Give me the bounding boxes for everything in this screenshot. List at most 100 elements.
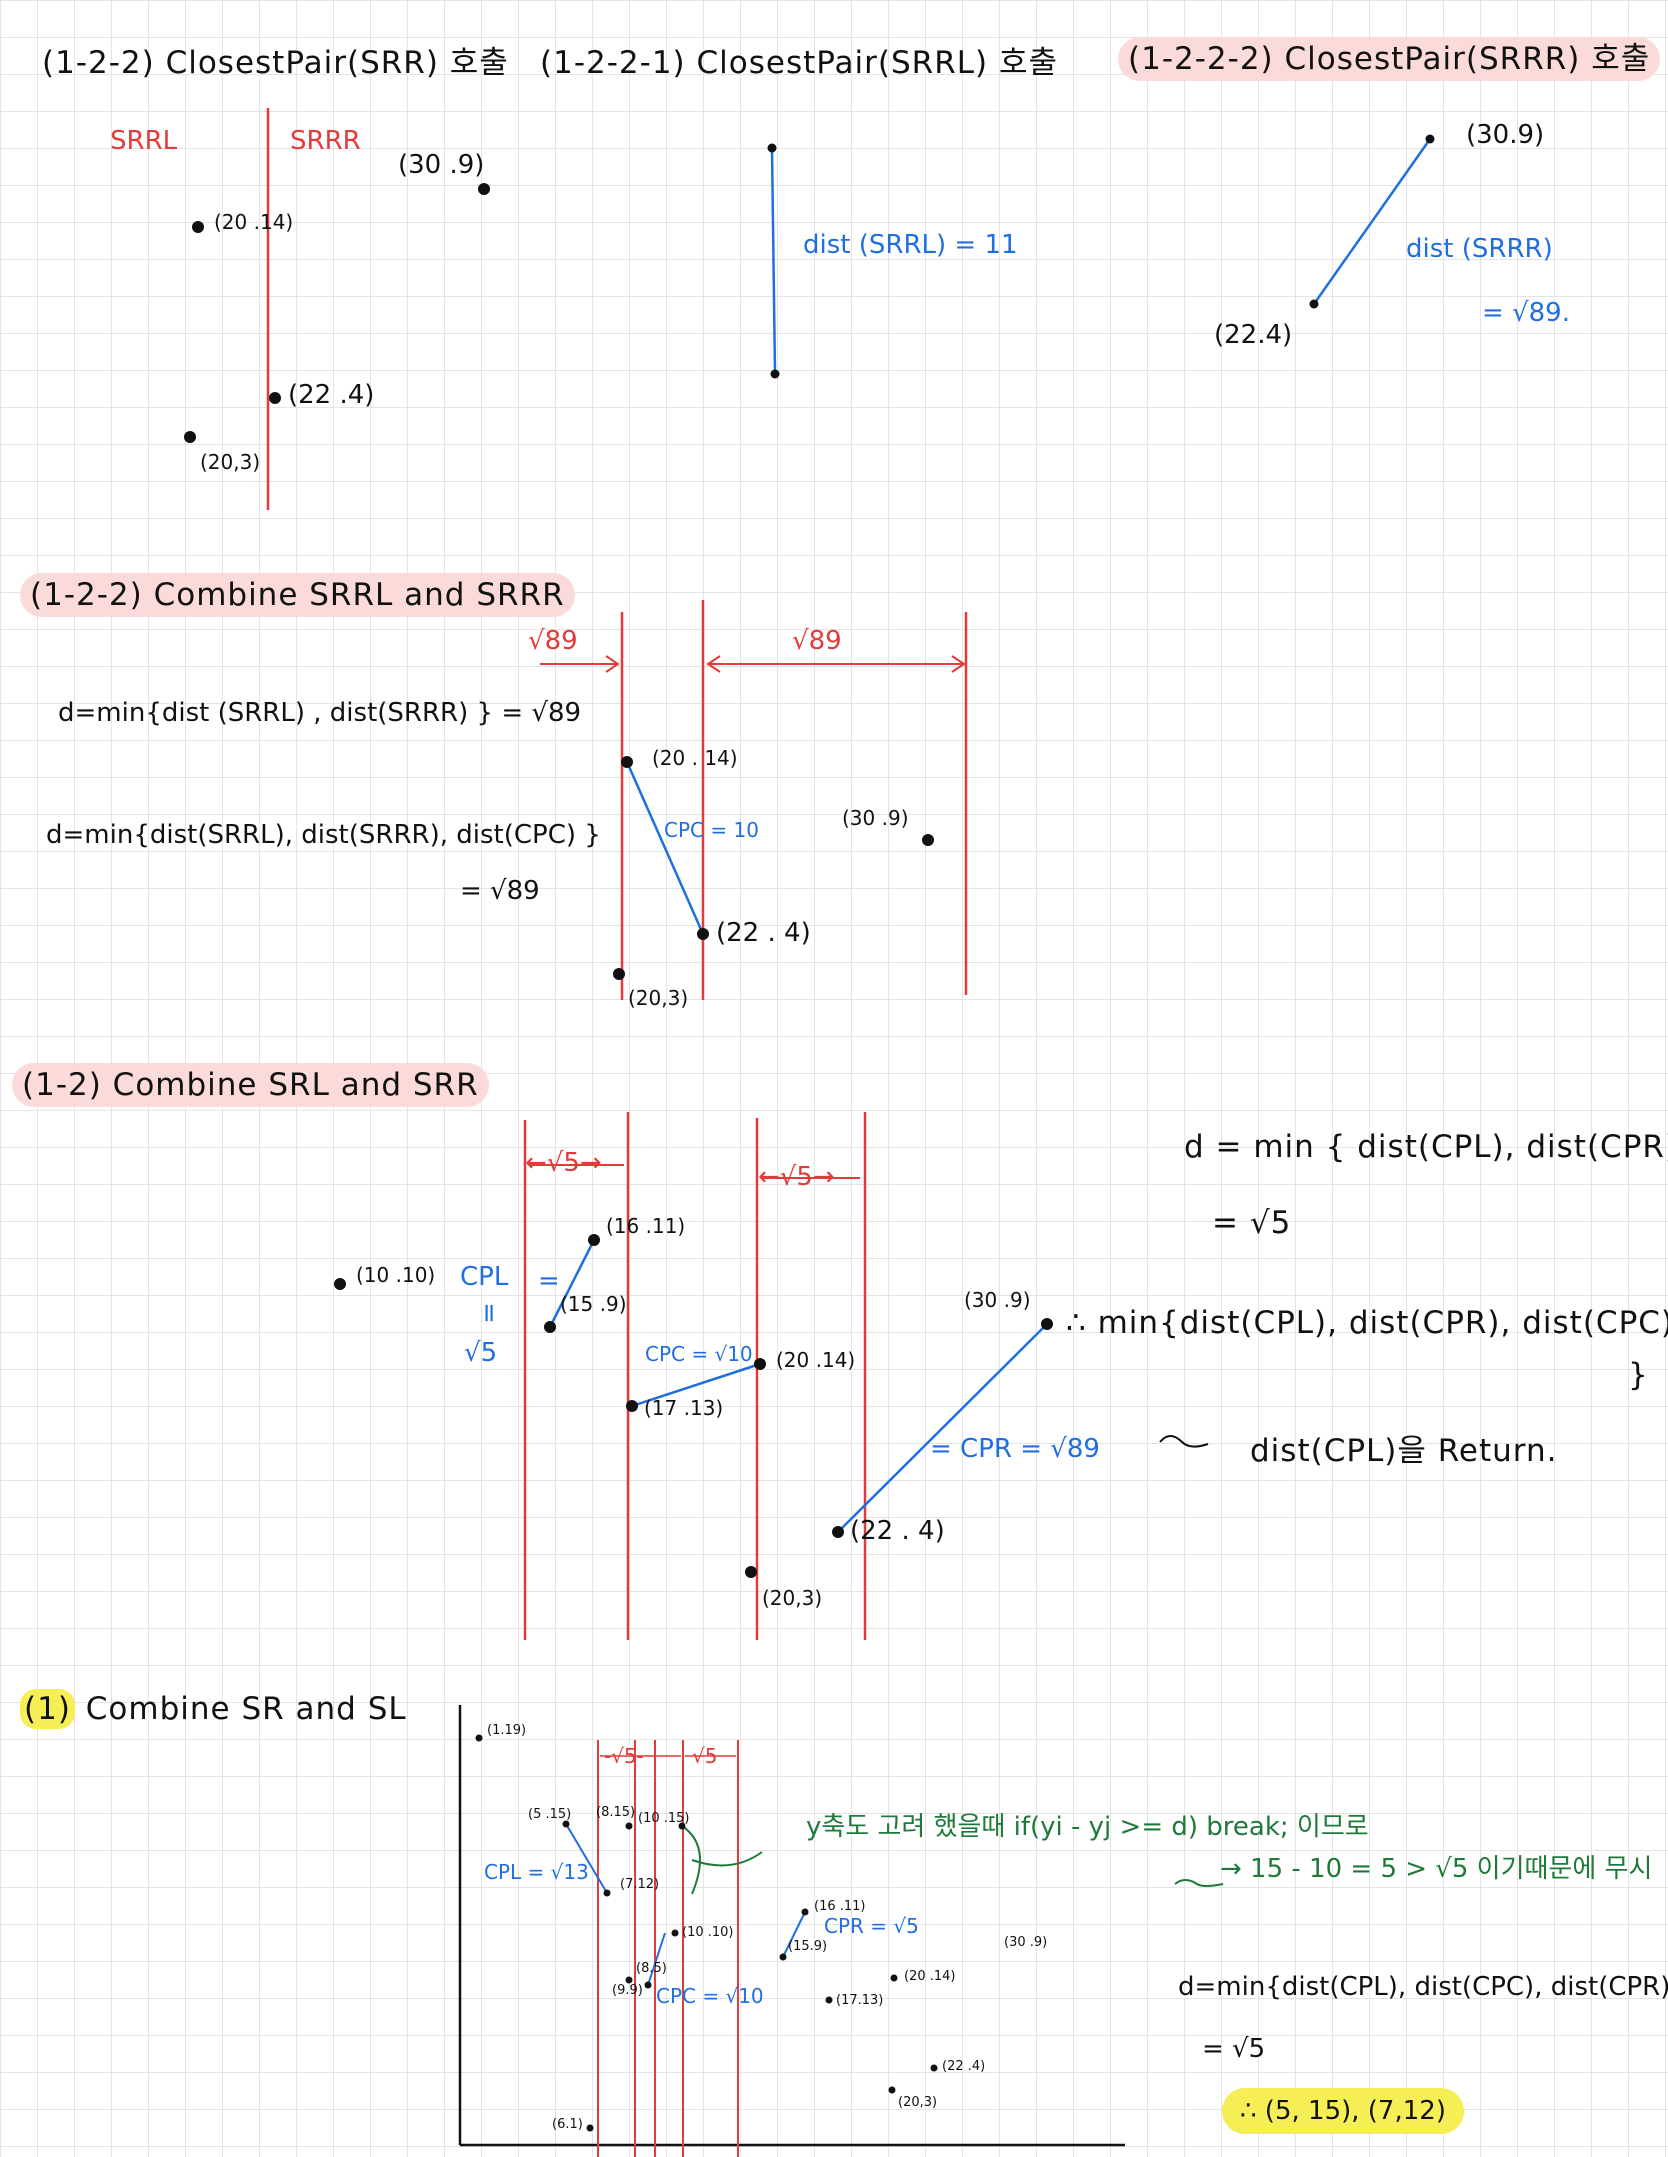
sec5-point-16-11 [588, 1234, 600, 1246]
sec6-point [930, 2064, 938, 2072]
sec1-point-22-4 [269, 392, 281, 404]
sec6-cpc-label: CPC = √10 [656, 1984, 764, 2008]
sec5-label-20-3: (20,3) [762, 1586, 823, 1610]
sec6-title-number: (1) [20, 1689, 75, 1729]
sec6-note-line2: → 15 - 10 = 5 > √5 이기때문에 무시 [1220, 1854, 1653, 1884]
sec6-point-label: (10 .10) [682, 1925, 734, 1940]
sec4-label-30-9: (30 .9) [842, 806, 909, 830]
sec6-point-label: (22 .4) [942, 2059, 986, 2074]
sec5-cpc-line [631, 1362, 761, 1408]
sec6-point [779, 1953, 787, 1961]
sec4-point-30-9 [922, 834, 934, 846]
sec5-title: (1-2) Combine SRL and SRR [12, 1063, 489, 1107]
sec6-eq: d=min{dist(CPL), dist(CPC), dist(CPR)} [1178, 1972, 1668, 2002]
sec4-point-22-4 [697, 928, 709, 940]
sec5-point-22-4 [832, 1526, 844, 1538]
sec5-point-20-14 [754, 1358, 766, 1370]
sec6-point [825, 1996, 833, 2004]
sec6-answer-highlight: ∴ (5, 15), (7,12) [1222, 2088, 1464, 2134]
sec4-eq1: d=min{dist (SRRL) , dist(SRRR) } = √89 [58, 698, 582, 728]
sec6-point-label: (6.1) [552, 2117, 583, 2132]
sec6-point [644, 1981, 652, 1989]
sec6-point [475, 1734, 483, 1742]
sec4-width-arrowhead-right-a [706, 655, 721, 673]
sec6-point [888, 2086, 896, 2094]
sec6-bracket [681, 1825, 701, 1895]
sec1-point-30-9 [478, 183, 490, 195]
sec5-cpc-label: CPC = √10 [645, 1342, 753, 1366]
sec6-width-label-2: √5 [692, 1744, 718, 1768]
sec5-title-highlight: (1-2) Combine SRL and SRR [12, 1063, 489, 1107]
sec6-point [625, 1976, 633, 1984]
sec6-title: (1) Combine SR and SL [20, 1689, 407, 1729]
sec2-dist-label: dist (SRRL) = 11 [803, 230, 1018, 260]
sec5-point-15-9 [544, 1321, 556, 1333]
sec6-note-arrow [691, 1851, 763, 1867]
sec6-point-label: (7.12) [620, 1877, 660, 1892]
sec6-point-label: (15.9) [788, 1939, 828, 1954]
sec6-cpr-line [782, 1911, 806, 1958]
sec5-eq1: d = min { dist(CPL), dist(CPR) } [1184, 1129, 1668, 1165]
sec5-return: dist(CPL)을 Return. [1250, 1433, 1558, 1469]
sec4-width-arrowhead-left [605, 655, 620, 673]
sec5-label-17-13: (17 .13) [644, 1396, 724, 1420]
sec3-label-22-4: (22.4) [1214, 320, 1293, 350]
sec6-point [890, 1974, 898, 1982]
sec1-label-22-4: (22 .4) [288, 380, 375, 410]
sec3-point-30-9 [1425, 134, 1435, 144]
sec3-label-30-9: (30.9) [1466, 120, 1545, 150]
sec6-eq-result: = √5 [1202, 2034, 1266, 2064]
sec6-point-label: (8.5) [636, 1961, 667, 1976]
sec6-answer: ∴ (5, 15), (7,12) [1222, 2088, 1464, 2134]
sec6-point-label: (1.19) [487, 1723, 527, 1738]
sec5-cpr-label: = CPR = √89 [930, 1434, 1100, 1464]
sec4-eq2-result: = √89 [460, 876, 540, 906]
sec4-width-arrowhead-right-b [951, 655, 966, 673]
sec5-width-left-label: ←√5→ [525, 1148, 602, 1178]
sec5-cpl-value: √5 [464, 1338, 498, 1368]
sec6-point [671, 1929, 679, 1937]
sec4-width-left-label: √89 [528, 626, 578, 656]
sec6-point-label: (5 .15) [528, 1807, 572, 1822]
sec6-point-label: (17.13) [836, 1993, 884, 2008]
sec1-title: (1-2-2) ClosestPair(SRR) 호출 [42, 45, 509, 81]
sec5-label-10-10: (10 .10) [356, 1263, 436, 1287]
sec4-cpc-line [625, 761, 705, 935]
sec6-cpl-line [565, 1823, 608, 1894]
sec1-label-20-3: (20,3) [200, 450, 261, 474]
sec5-cpl-label: CPL [460, 1262, 509, 1292]
sec6-cpc-line [647, 1932, 666, 1986]
sec4-title: (1-2-2) Combine SRRL and SRRR [20, 573, 575, 617]
sec5-point-17-13 [626, 1400, 638, 1412]
sec6-note2-arrow [1174, 1879, 1224, 1887]
sec6-point [586, 2124, 594, 2132]
sec6-point [562, 1820, 570, 1828]
sec6-cpr-label: CPR = √5 [824, 1914, 919, 1938]
sec1-label-30-9: (30 .9) [398, 150, 485, 180]
sec5-cpl-line [548, 1239, 596, 1328]
sec4-point-20-3 [613, 968, 625, 980]
sec6-point [678, 1822, 686, 1830]
sec1-label-20-14: (20 .14) [214, 210, 294, 234]
sec1-point-20-3 [184, 431, 196, 443]
sec5-label-22-4: (22 . 4) [850, 1516, 945, 1546]
sec5-cpl-eq: = [538, 1266, 560, 1296]
sec6-point-label: (10 .15) [638, 1811, 690, 1826]
sec5-point-10-10 [334, 1278, 346, 1290]
sec6-point-label: (9.9) [612, 1983, 643, 1998]
sec6-point [603, 1889, 611, 1897]
sec4-point-20-14 [621, 756, 633, 768]
sec5-cpl-eq-rotated: = [473, 1302, 504, 1324]
sec2-dist-line [770, 147, 777, 375]
sec2-title: (1-2-2-1) ClosestPair(SRRL) 호출 [540, 48, 1058, 79]
sec4-title-highlight: (1-2-2) Combine SRRL and SRRR [20, 573, 575, 617]
sec4-cpc-label: CPC = 10 [664, 818, 759, 842]
sec5-label-30-9: (30 .9) [964, 1288, 1031, 1312]
sec5-eq2-close: } [1628, 1357, 1649, 1393]
sec5-eq1-result: = √5 [1212, 1205, 1292, 1241]
sec5-width-right-label: ←√5→ [758, 1162, 835, 1192]
sec4-eq2: d=min{dist(SRRL), dist(SRRR), dist(CPC) … [46, 820, 601, 850]
sec6-note-line1: y축도 고려 했을때 if(yi - yj >= d) break; 이므로 [806, 1812, 1369, 1842]
sec6-point-label: (8.15) [596, 1805, 636, 1820]
